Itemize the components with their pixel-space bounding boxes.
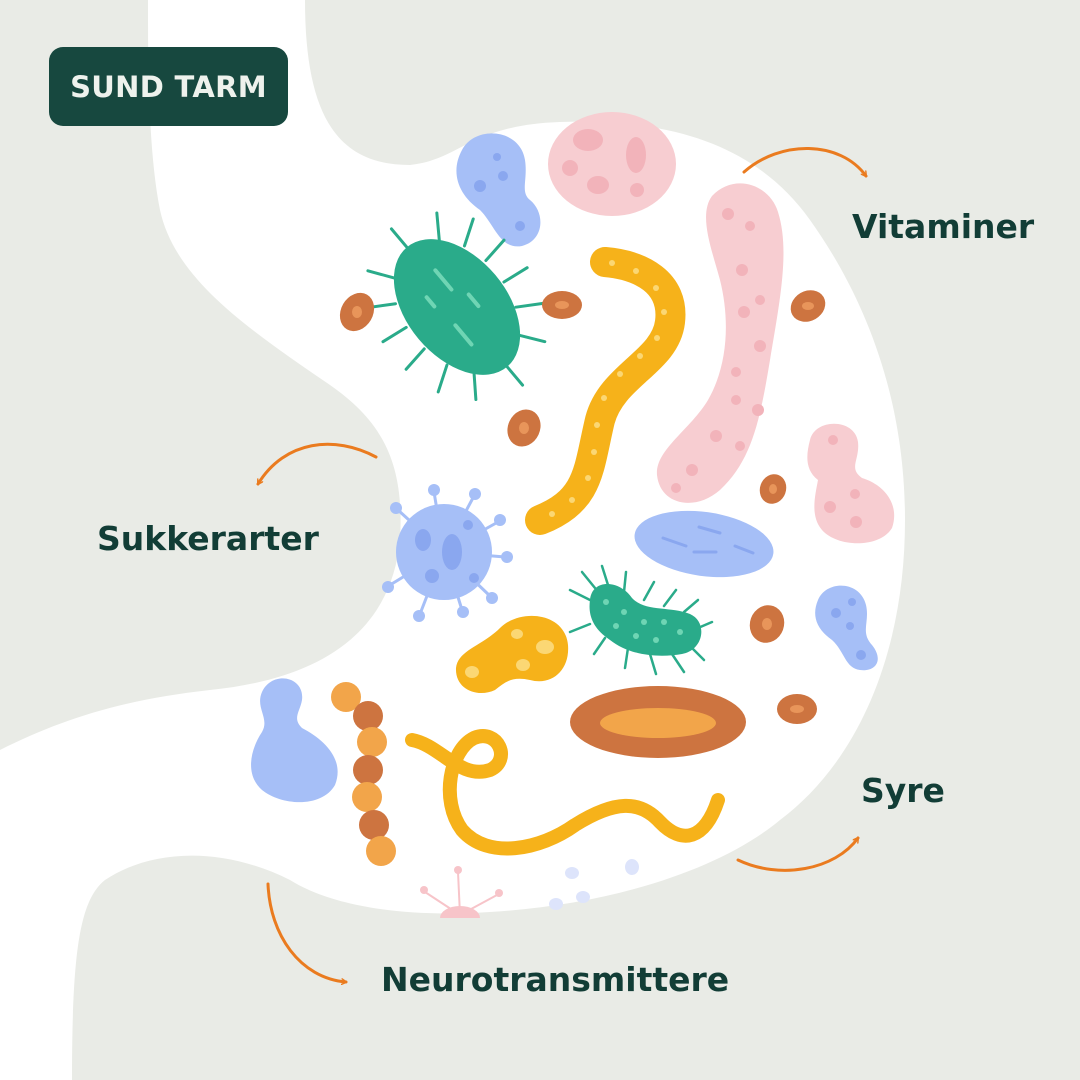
arrow-icon bbox=[736, 836, 860, 872]
microbe-icon bbox=[759, 474, 787, 504]
microbe-icon bbox=[251, 678, 338, 803]
arrow-icon bbox=[256, 442, 378, 486]
microbe-icon bbox=[570, 686, 746, 758]
microbe-icon bbox=[807, 423, 895, 544]
microbe-icon bbox=[548, 112, 676, 216]
virus-icon bbox=[420, 866, 503, 918]
arrow-icon bbox=[266, 882, 348, 986]
bacteria-icon bbox=[568, 564, 714, 676]
label-sukkerarter: Sukkerarter bbox=[97, 519, 319, 558]
arrows bbox=[256, 147, 868, 986]
microbe-icon bbox=[790, 290, 826, 322]
arrow-icon bbox=[742, 147, 868, 178]
label-neurotransmittere: Neurotransmittere bbox=[381, 960, 730, 999]
microbe-icon bbox=[777, 694, 817, 724]
microbe-icon bbox=[749, 605, 785, 643]
microbes bbox=[251, 112, 895, 918]
microbe-icon bbox=[456, 133, 541, 247]
sund-tarm-badge: SUND TARM bbox=[49, 47, 288, 126]
label-syre: Syre bbox=[861, 771, 945, 810]
microbe-icon bbox=[656, 183, 784, 503]
microbe-icon bbox=[549, 859, 639, 910]
microbe-icon bbox=[542, 291, 582, 319]
microbe-icon bbox=[525, 247, 686, 535]
microbe-icon bbox=[455, 615, 569, 694]
bacteria-icon bbox=[366, 211, 547, 402]
label-vitaminer: Vitaminer bbox=[852, 207, 1035, 246]
microbe-icon bbox=[331, 682, 396, 866]
microbe-icon bbox=[339, 292, 375, 332]
microbe-icon bbox=[634, 510, 774, 578]
microbe-icon bbox=[405, 729, 725, 856]
microbe-icon bbox=[507, 409, 541, 447]
virus-icon bbox=[382, 484, 513, 622]
microbe-icon bbox=[815, 585, 878, 671]
